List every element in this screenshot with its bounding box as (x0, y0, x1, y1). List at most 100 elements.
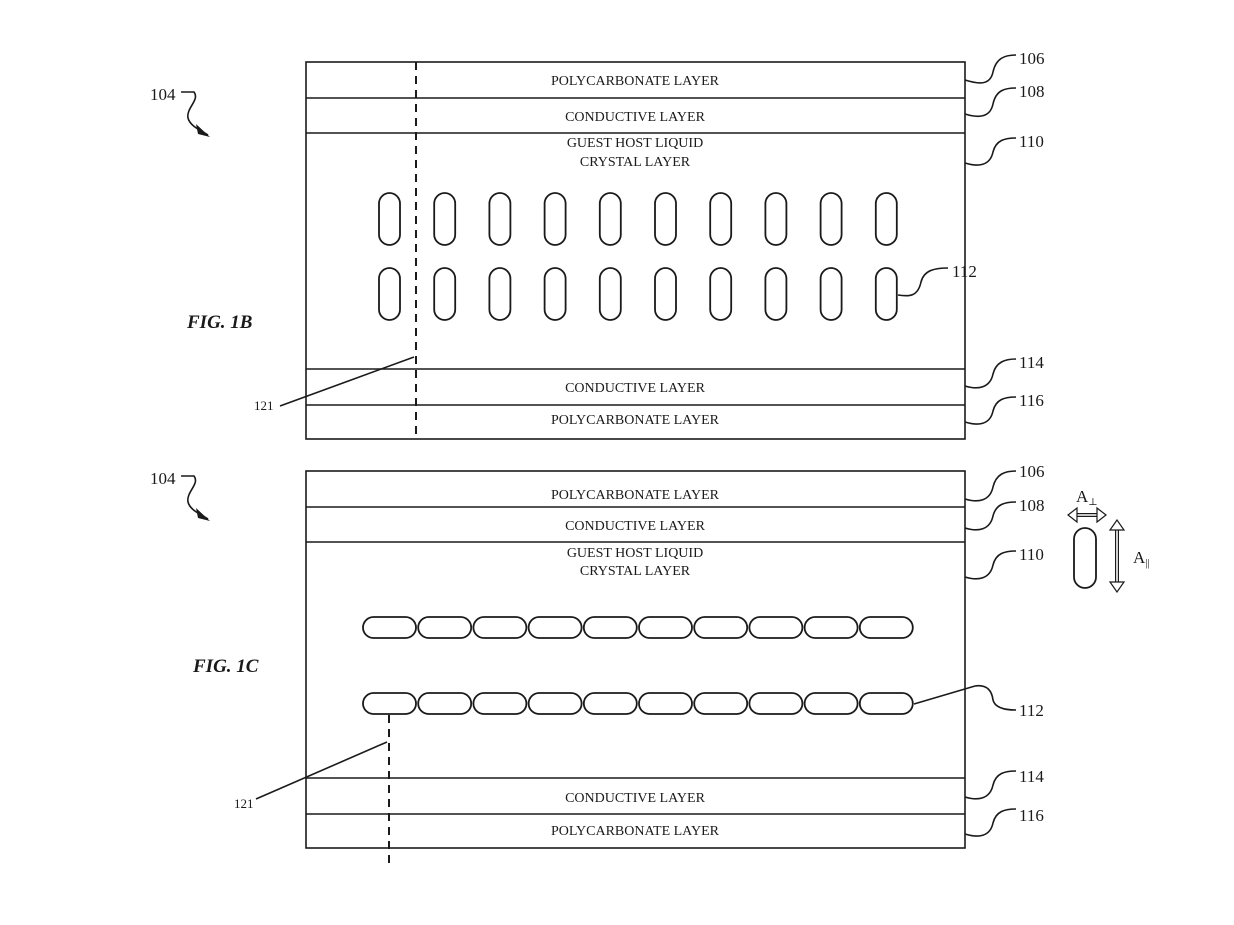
liquid-crystal-molecule (858, 616, 914, 639)
layer-stack-outline (305, 470, 966, 849)
ref-label-polycarbonate-bottom: 116 (1019, 391, 1044, 410)
ref-leader (964, 54, 1017, 84)
liquid-crystal-molecule (638, 692, 693, 715)
axis-ref-label: 121 (234, 796, 254, 811)
liquid-crystal-molecule (472, 616, 528, 639)
liquid-crystal-molecule (748, 692, 804, 715)
liquid-crystal-molecule (378, 267, 401, 321)
liquid-crystal-molecule (803, 616, 859, 639)
arrowhead-icon (196, 508, 210, 521)
liquid-crystal-molecule (748, 616, 804, 639)
liquid-crystal-molecule (654, 192, 677, 246)
figure-1c: 104 POLYCARBONATE LAYER CONDUCTIVE LAYER… (150, 462, 1045, 868)
figure-1b: 104 POLYCARBONATE LAYER CONDUCTIVE LAYER… (150, 49, 1045, 440)
ref-leader (913, 684, 1017, 711)
liquid-crystal-molecule (654, 267, 677, 321)
liquid-crystal-molecule (488, 267, 512, 321)
ref-label-conductive: 108 (1019, 82, 1045, 101)
liquid-crystal-molecule (417, 616, 473, 639)
ref-leader (964, 358, 1017, 389)
ref-label-molecule: 112 (1019, 701, 1044, 720)
polycarbonate-layer-top-label: POLYCARBONATE LAYER (551, 488, 720, 503)
liquid-crystal-molecule (858, 692, 914, 715)
liquid-crystal-molecule (362, 616, 417, 639)
assembly-ref-label: 104 (150, 469, 176, 488)
ref-leader (964, 137, 1017, 166)
ref-label-polycarbonate: 106 (1019, 462, 1045, 481)
liquid-crystal-molecules (378, 192, 898, 321)
conductive-layer-top-label: CONDUCTIVE LAYER (565, 519, 706, 534)
ref-leader (964, 770, 1017, 800)
liquid-crystal-molecule (819, 192, 843, 246)
liquid-crystal-molecule (803, 692, 859, 715)
liquid-crystal-layer-label-2: CRYSTAL LAYER (580, 155, 691, 170)
figure-title: FIG. 1C (192, 656, 259, 677)
liquid-crystal-molecule (582, 616, 638, 639)
liquid-crystal-molecule (709, 267, 733, 321)
liquid-crystal-molecule (819, 267, 843, 321)
arrowhead-icon (196, 124, 210, 137)
ref-leader (964, 87, 1017, 118)
axis-ref-leader (279, 356, 415, 407)
double-arrow-vertical-icon (1108, 518, 1126, 594)
assembly-ref-label: 104 (150, 85, 176, 104)
ref-leader (964, 470, 1017, 502)
liquid-crystal-molecule (874, 267, 898, 321)
ref-leader (964, 396, 1017, 425)
ref-label-conductive-bottom: 114 (1019, 353, 1044, 372)
liquid-crystal-molecule (764, 192, 788, 246)
ref-label-polycarbonate: 106 (1019, 49, 1045, 68)
ref-label-liquid-crystal: 110 (1019, 132, 1044, 151)
ref-leader (964, 550, 1017, 580)
liquid-crystal-molecule (488, 192, 512, 246)
liquid-crystal-layer-label-1: GUEST HOST LIQUID (567, 546, 703, 561)
liquid-crystal-molecule (598, 192, 622, 246)
liquid-crystal-molecule (527, 692, 583, 715)
ref-label-conductive-bottom: 114 (1019, 767, 1044, 786)
conductive-layer-top-label: CONDUCTIVE LAYER (565, 110, 706, 125)
ref-leader (964, 808, 1017, 837)
layer-stack-outline (305, 61, 966, 440)
ref-leader (964, 501, 1017, 531)
polycarbonate-layer-bottom-label: POLYCARBONATE LAYER (551, 413, 720, 428)
assembly-leader-arrow-icon (181, 475, 209, 520)
liquid-crystal-molecule (543, 267, 567, 321)
figure-title: FIG. 1B (186, 312, 252, 333)
axis-ref-label: 121 (254, 398, 274, 413)
ref-label-liquid-crystal: 110 (1019, 545, 1044, 564)
ref-label-molecule: 112 (952, 262, 977, 281)
perpendicular-axis-label: A⊥ (1076, 487, 1098, 508)
liquid-crystal-layer-label-1: GUEST HOST LIQUID (567, 136, 703, 151)
liquid-crystal-molecule (874, 192, 898, 246)
liquid-crystal-molecule (433, 192, 457, 246)
ref-leader (897, 267, 949, 297)
conductive-layer-bottom-label: CONDUCTIVE LAYER (565, 381, 706, 396)
liquid-crystal-molecule (582, 692, 638, 715)
liquid-crystal-molecule (378, 192, 401, 246)
double-arrow-horizontal-icon (1067, 506, 1107, 524)
polycarbonate-layer-top-label: POLYCARBONATE LAYER (551, 74, 720, 89)
liquid-crystal-molecule (362, 692, 417, 715)
ref-label-polycarbonate-bottom: 116 (1019, 806, 1044, 825)
liquid-crystal-molecule (417, 692, 473, 715)
ref-label-conductive: 108 (1019, 496, 1045, 515)
parallel-axis-label: A|| (1133, 548, 1150, 569)
liquid-crystal-molecule (598, 267, 622, 321)
conductive-layer-bottom-label: CONDUCTIVE LAYER (565, 791, 706, 806)
liquid-crystal-layer-label-2: CRYSTAL LAYER (580, 564, 691, 579)
liquid-crystal-molecule (472, 692, 528, 715)
liquid-crystal-molecules (362, 616, 914, 715)
axis-legend: A⊥ A|| (1067, 487, 1150, 594)
liquid-crystal-molecule (693, 692, 749, 715)
polycarbonate-layer-bottom-label: POLYCARBONATE LAYER (551, 824, 720, 839)
assembly-leader-arrow-icon (181, 91, 209, 136)
liquid-crystal-molecule (693, 616, 749, 639)
liquid-crystal-molecule (709, 192, 733, 246)
molecule-icon (1073, 527, 1097, 589)
axis-ref-leader (255, 741, 388, 800)
liquid-crystal-molecule (433, 267, 457, 321)
liquid-crystal-molecule (527, 616, 583, 639)
liquid-crystal-molecule (638, 616, 693, 639)
liquid-crystal-molecule (543, 192, 567, 246)
